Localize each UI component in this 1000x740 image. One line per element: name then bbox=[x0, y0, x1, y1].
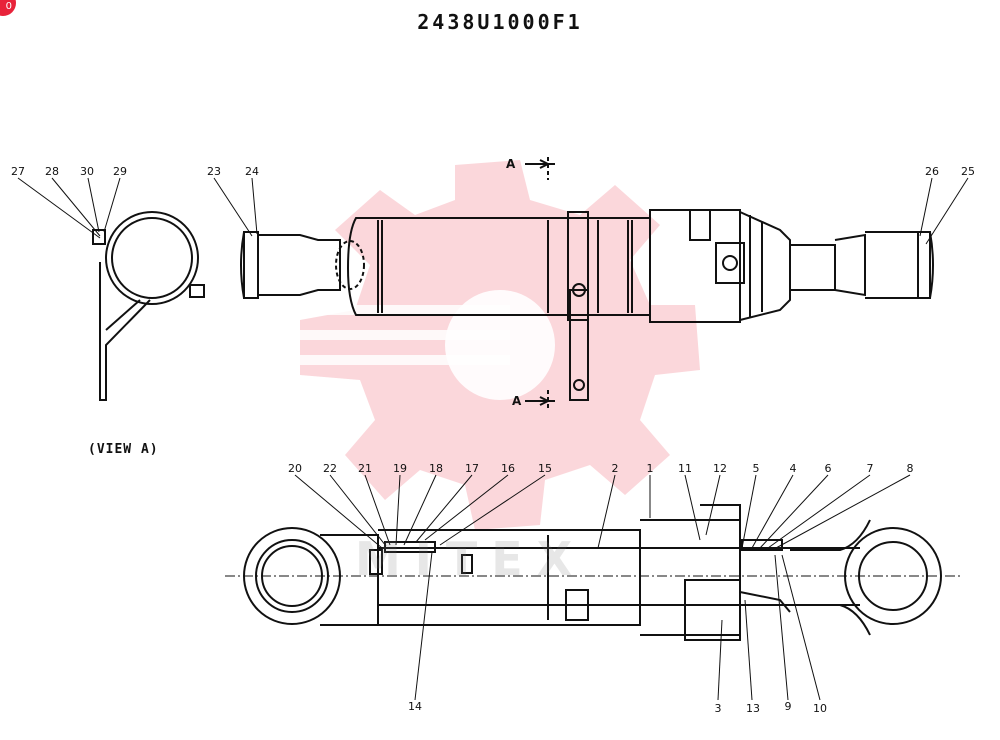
view-a-clamp bbox=[92, 211, 205, 401]
callout-5: 5 bbox=[752, 462, 760, 475]
callout-leader-lines bbox=[17, 177, 969, 701]
callout-7: 7 bbox=[866, 462, 874, 475]
callout-2: 2 bbox=[611, 462, 619, 475]
callout-27: 27 bbox=[11, 165, 25, 178]
callout-20: 20 bbox=[288, 462, 302, 475]
callout-6: 6 bbox=[824, 462, 832, 475]
view-a-label: (VIEW A) bbox=[88, 442, 159, 457]
callout-18: 18 bbox=[429, 462, 443, 475]
callout-10: 10 bbox=[813, 702, 827, 715]
callout-26: 26 bbox=[925, 165, 939, 178]
section-mark-top: A bbox=[506, 157, 516, 171]
corner-badge: 0 bbox=[0, 0, 16, 16]
callout-14: 14 bbox=[408, 700, 422, 713]
callout-19: 19 bbox=[393, 462, 407, 475]
callout-28: 28 bbox=[45, 165, 59, 178]
callout-11: 11 bbox=[678, 462, 692, 475]
callout-21: 21 bbox=[358, 462, 372, 475]
watermark-text: MITEX bbox=[355, 532, 587, 586]
callout-16: 16 bbox=[501, 462, 515, 475]
callout-1: 1 bbox=[646, 462, 654, 475]
callout-17: 17 bbox=[465, 462, 479, 475]
callout-15: 15 bbox=[538, 462, 552, 475]
section-view-cylinder bbox=[225, 504, 960, 641]
callout-9: 9 bbox=[784, 700, 792, 713]
callout-22: 22 bbox=[323, 462, 337, 475]
callout-30: 30 bbox=[80, 165, 94, 178]
callout-24: 24 bbox=[245, 165, 259, 178]
callout-8: 8 bbox=[906, 462, 914, 475]
callout-29: 29 bbox=[113, 165, 127, 178]
callout-23: 23 bbox=[207, 165, 221, 178]
drawing-title: 2438U1000F1 bbox=[417, 10, 583, 34]
watermark-stripes bbox=[300, 305, 510, 365]
callout-4: 4 bbox=[789, 462, 797, 475]
callout-25: 25 bbox=[961, 165, 975, 178]
watermark-gear-hole bbox=[445, 290, 555, 400]
section-mark-bottom: A bbox=[512, 394, 522, 408]
callout-3: 3 bbox=[714, 702, 722, 715]
callout-12: 12 bbox=[713, 462, 727, 475]
top-view-cylinder bbox=[240, 157, 934, 410]
callout-13: 13 bbox=[746, 702, 760, 715]
